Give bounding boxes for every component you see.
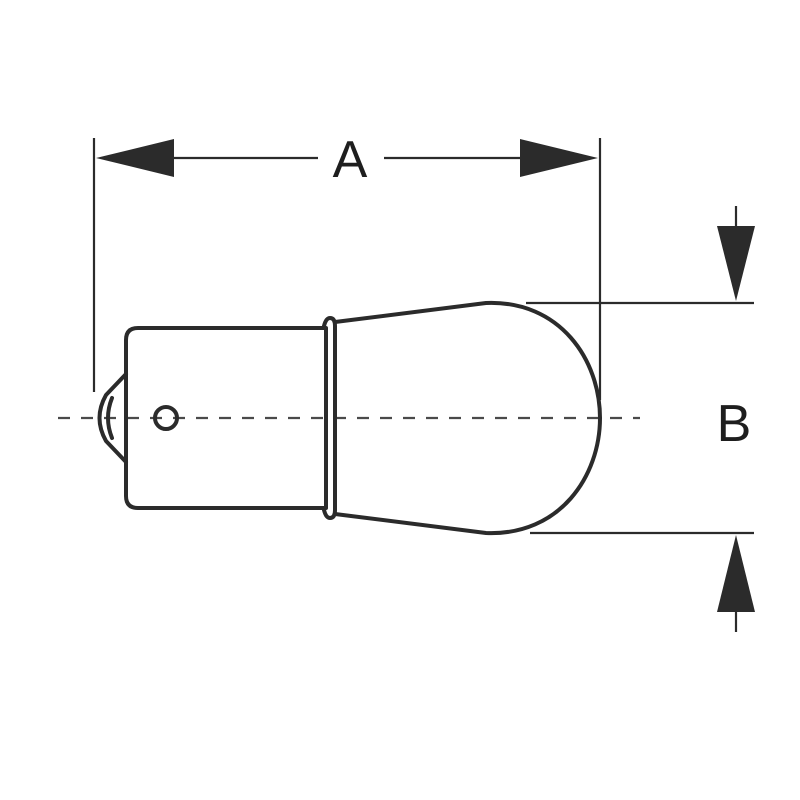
arrow-down-icon [717,226,755,301]
arrow-right-icon [520,139,598,177]
bulb-contact-tip [97,372,128,464]
bulb-contact-tip-inner [106,396,114,440]
bayonet-pin-icon [153,405,179,431]
bulb-glass [333,300,602,536]
dimension-label-a: A [333,131,368,189]
bulb [97,300,602,536]
arrow-up-icon [717,535,755,612]
dimension-label-b: B [717,395,752,453]
arrow-left-icon [96,139,174,177]
bulb-base [124,326,328,510]
bulb-crimp-ring [322,316,337,520]
